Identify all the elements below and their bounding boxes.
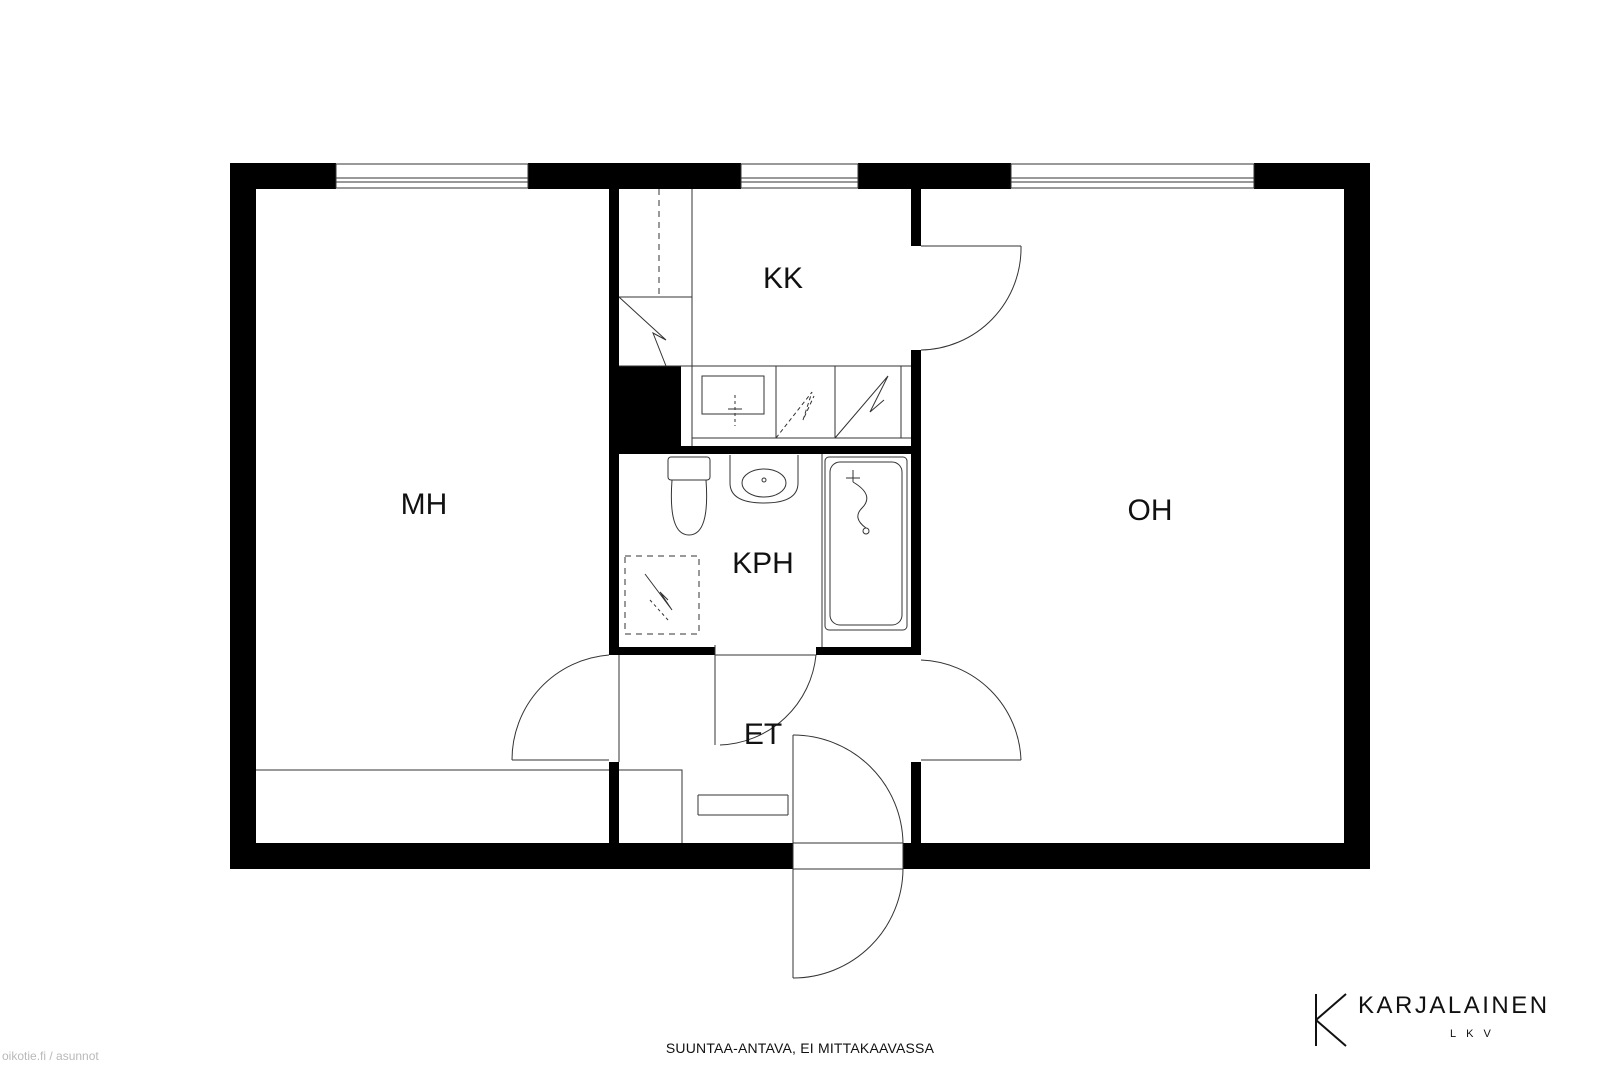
k-logo-icon (1315, 993, 1347, 1047)
outer-walls (230, 163, 1370, 869)
room-label-et: ET (744, 718, 782, 751)
storage-lines (256, 769, 789, 843)
window-mh (335, 163, 529, 189)
windows (335, 163, 1255, 189)
logo-sub: LKV (1450, 1028, 1501, 1040)
window-kk (740, 163, 859, 189)
logo-name: KARJALAINEN (1358, 992, 1550, 1019)
room-label-kk: KK (763, 262, 803, 295)
watermark: oikotie.fi / asunnot (2, 1049, 99, 1063)
kitchen-fixtures (618, 189, 911, 446)
room-label-mh: MH (401, 488, 448, 521)
room-label-kph: KPH (732, 547, 794, 580)
bathroom-fixtures (624, 454, 908, 647)
plan-caption: SUUNTAA-ANTAVA, EI MITTAKAAVASSA (665, 1040, 935, 1056)
doors (511, 245, 1022, 979)
interior-walls (609, 189, 921, 843)
room-label-oh: OH (1128, 494, 1173, 527)
window-oh (1010, 163, 1255, 189)
karjalainen-logo: KARJALAINEN LKV (1310, 990, 1560, 1050)
